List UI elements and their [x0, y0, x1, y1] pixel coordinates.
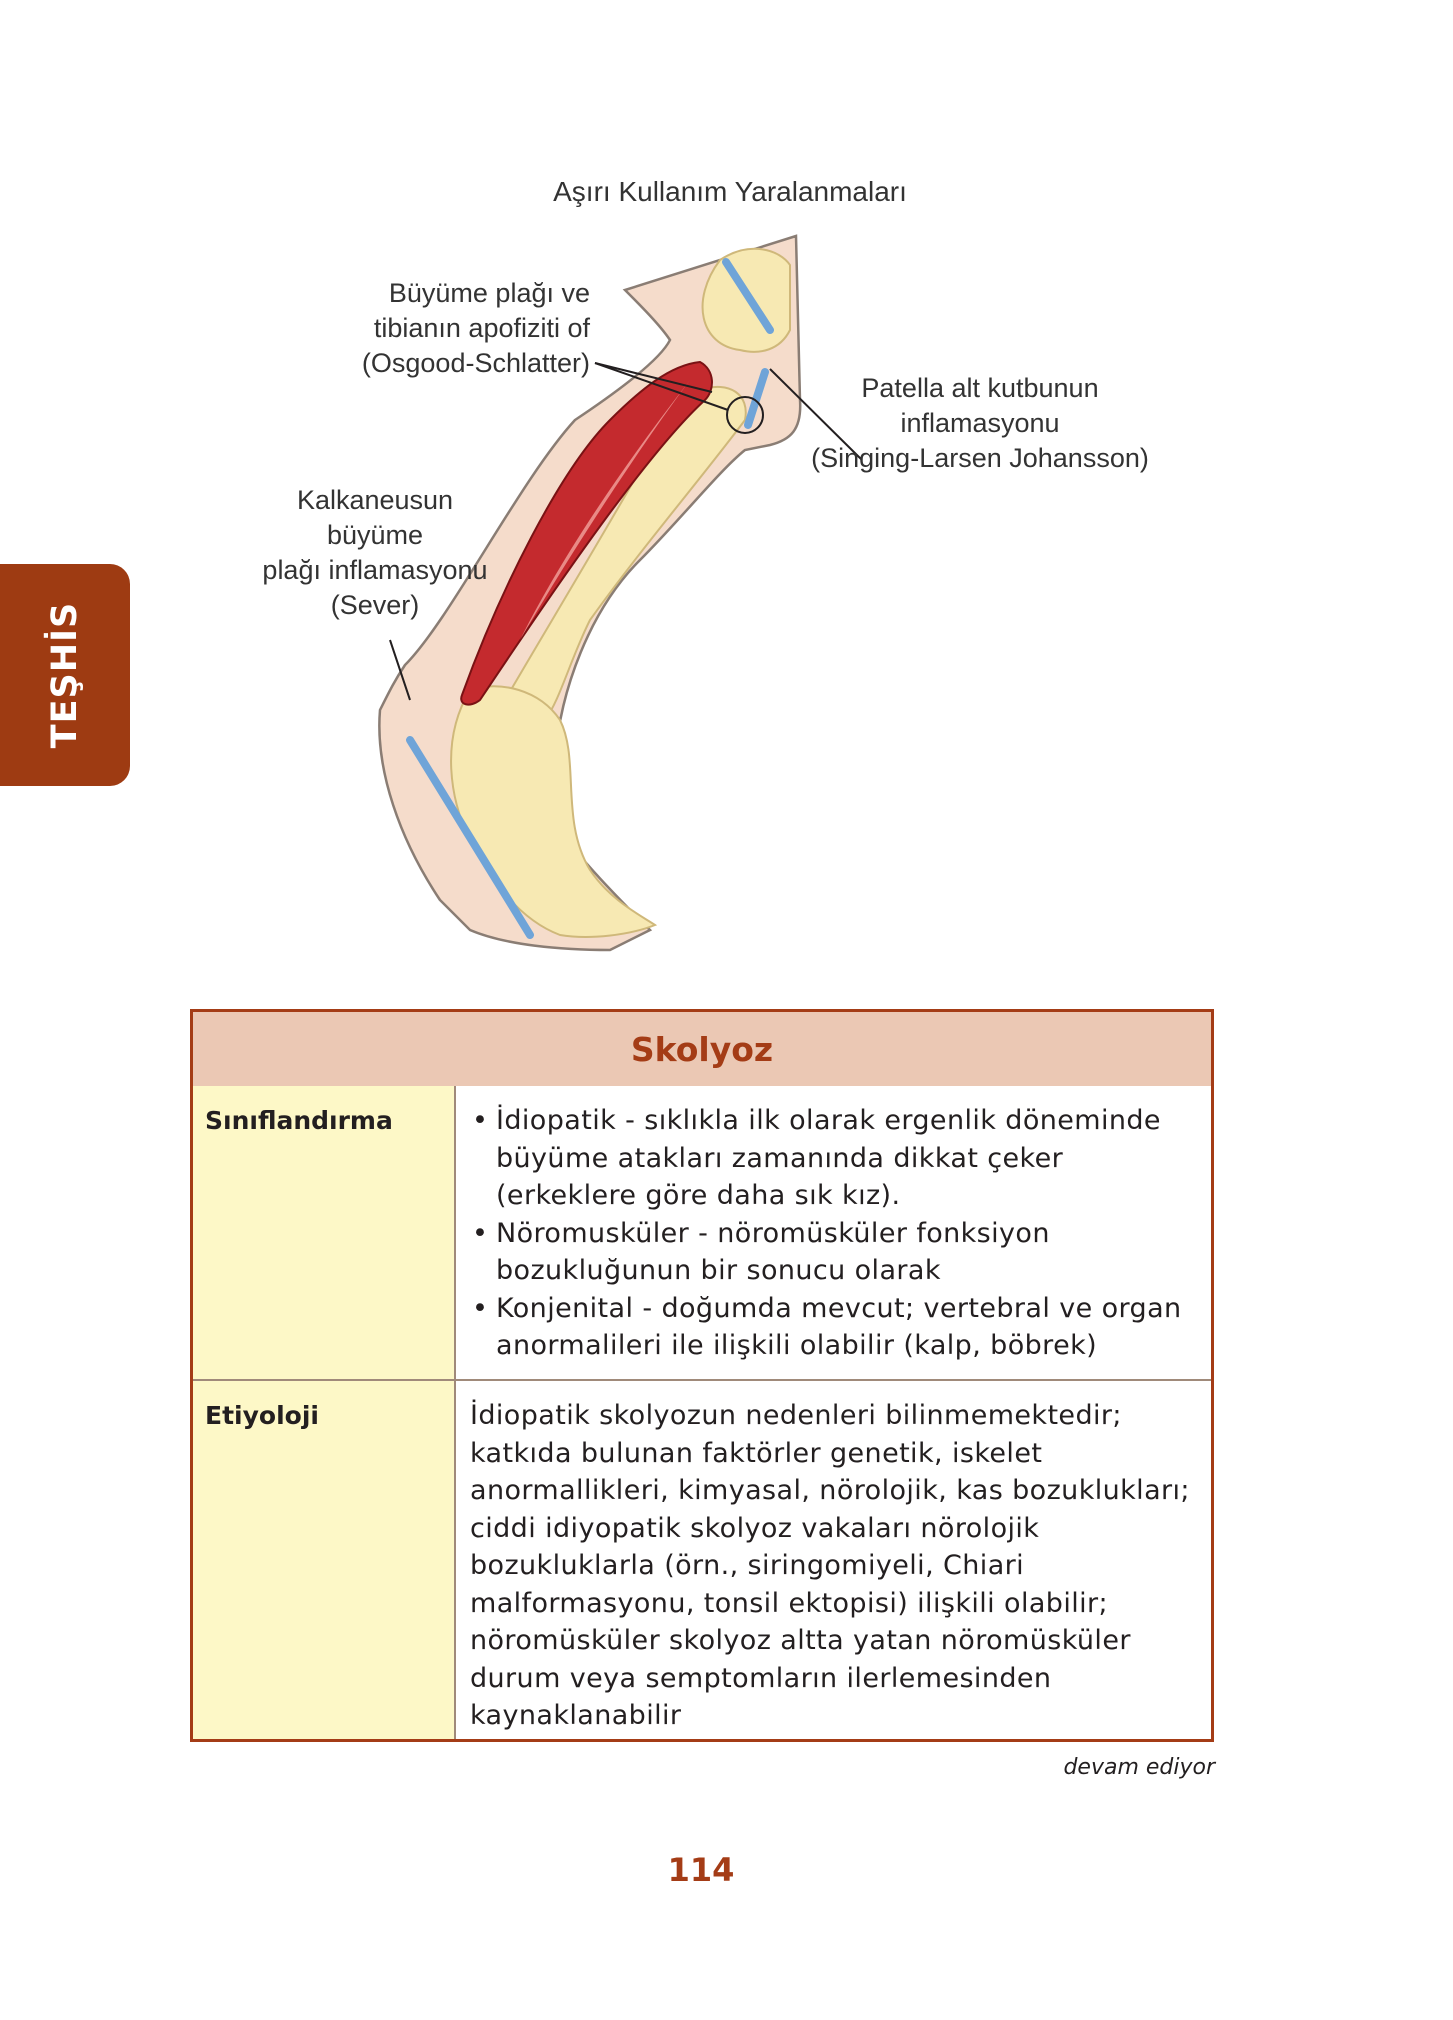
section-side-tab: TEŞHİS: [0, 564, 130, 786]
label-osgood-line: tibianın apofiziti of: [373, 313, 590, 343]
table-row-etiology: Etiyoloji İdiopatik skolyozun nedenleri …: [193, 1381, 1211, 1739]
row-content-cell: İdiopatik skolyozun nedenleri bilinmemek…: [458, 1381, 1211, 1755]
label-sever-line: büyüme: [326, 520, 424, 550]
list-item: Konjenital - doğumda mevcut; vertebral v…: [470, 1290, 1193, 1365]
osgood-leader-2: [594, 362, 729, 411]
label-sever-line: plağı inflamasyonu: [262, 555, 488, 585]
row-content-cell: İdiopatik - sıklıkla ilk olarak ergenlik…: [458, 1086, 1211, 1395]
leg-anatomy-illustration: [378, 234, 863, 952]
scoliosis-table: Skolyoz Sınıflandırma İdiopatik - sıklık…: [190, 1009, 1214, 1742]
label-patella-line: Patella alt kutbunun: [861, 373, 1099, 403]
table-row-classification: Sınıflandırma İdiopatik - sıklıkla ilk o…: [193, 1086, 1211, 1381]
calf-muscle: [460, 360, 713, 706]
list-item: İdiopatik - sıklıkla ilk olarak ergenlik…: [470, 1102, 1193, 1215]
label-osgood-line: (Osgood-Schlatter): [361, 348, 590, 378]
label-patella-line: inflamasyonu: [900, 408, 1060, 438]
label-patella-line: (Singing-Larsen Johansson): [811, 443, 1149, 473]
page-number: 114: [667, 1851, 735, 1889]
label-osgood-line: Büyüme plağı ve: [388, 278, 590, 308]
label-sever: Kalkaneusun büyüme plağı inflamasyonu (S…: [250, 483, 500, 623]
patella-leader: [769, 368, 863, 461]
row-label-cell: Sınıflandırma: [193, 1086, 456, 1379]
osgood-leader-1: [594, 362, 713, 393]
patella-marker-circle: [726, 396, 764, 434]
plantar-tendon: [406, 736, 534, 939]
table-title: Skolyoz: [630, 1029, 774, 1069]
patellar-tendon: [744, 368, 769, 429]
continued-note: devam ediyor: [1063, 1755, 1215, 1780]
row-label: Etiyoloji: [205, 1401, 319, 1430]
figure-title: Aşırı Kullanım Yaralanmaları: [553, 176, 907, 207]
label-osgood-schlatter: Büyüme plağı ve tibianın apofiziti of (O…: [320, 276, 590, 381]
classification-list: İdiopatik - sıklıkla ilk olarak ergenlik…: [470, 1102, 1193, 1365]
row-label-cell: Etiyoloji: [193, 1381, 456, 1739]
label-sever-line: Kalkaneusun: [296, 485, 454, 515]
sever-leader: [389, 639, 411, 701]
list-item: Nöromusküler - nöromüsküler fonksiyon bo…: [470, 1215, 1193, 1290]
label-sever-line: (Sever): [330, 590, 420, 620]
etiology-text: İdiopatik skolyozun nedenleri bilinmemek…: [470, 1400, 1190, 1731]
quadriceps-tendon: [722, 258, 774, 334]
label-sinding-larsen: Patella alt kutbunun inflamasyonu (Singi…: [780, 371, 1180, 476]
table-header: Skolyoz: [193, 1012, 1211, 1086]
row-label: Sınıflandırma: [205, 1106, 393, 1135]
